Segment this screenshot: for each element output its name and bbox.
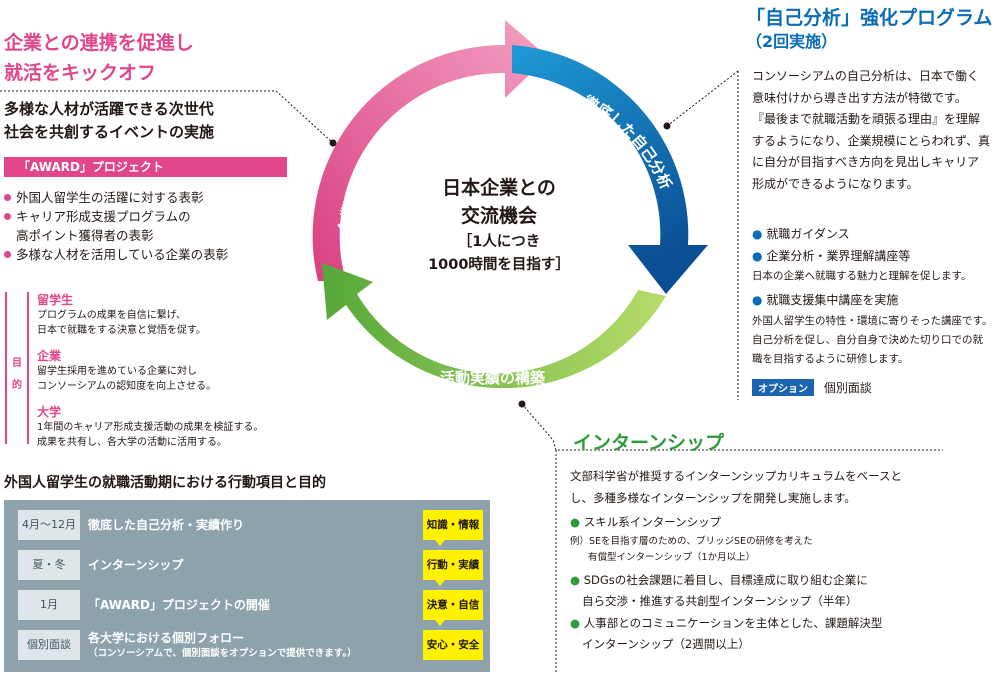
leader-dot-bottom: [518, 400, 526, 408]
right-bullets: ● 就職ガイダンス ● 企業分析・業界理解講座等 日本の企業へ就職する魅力と理解…: [752, 224, 1000, 396]
bullet-dot-icon: ●: [570, 515, 581, 529]
purpose-group: 留学生 プログラムの成果を自信に繋げ、 日本で就職をする決意と覚悟を促す。: [37, 293, 206, 336]
option-tag: オプション: [752, 378, 814, 396]
period-cell: 1月: [18, 590, 80, 620]
leader-right: [666, 70, 739, 127]
purpose-group: 大学 1年間のキャリア形成支援活動の成果を検証する。 成果を共有し、各大学の活動…: [37, 405, 264, 448]
list-item: キャリア形成支援プログラムの: [4, 207, 294, 226]
list-item: 高ポイント獲得者の表彰: [16, 228, 154, 243]
purpose-label-box: 目 的: [5, 292, 29, 444]
left-subheading-line2: 社会を共創するイベントの実施: [4, 123, 215, 141]
bullet-dot-icon: ●: [752, 248, 763, 263]
purpose-label-1: 目: [12, 358, 22, 369]
intern-heading: インターンシップ: [573, 432, 725, 454]
center-title-line1: 日本企業との: [442, 176, 556, 199]
down-arrow-icon: [435, 580, 445, 586]
list-item: ● 就職支援集中講座を実施: [752, 293, 899, 307]
purpose-tag: 安心・安全: [423, 630, 483, 660]
activity-text: 各大学における個別フォロー （コンソーシアムで、個別面談をオプションで提供できま…: [88, 631, 357, 659]
bullet-dot-icon: [4, 213, 11, 220]
purpose-tag: 知識・情報: [423, 510, 483, 540]
list-item: 外国人留学生の活躍に対する表彰: [4, 188, 294, 207]
right-body: コンソーシアムの自己分析は、日本で働く 意味付けから導き出す方法が特徴です。 『…: [752, 69, 991, 191]
list-item: 多様な人材を活用している企業の表彰: [4, 245, 294, 264]
purpose-tag: 行動・実績: [423, 550, 483, 580]
purpose-list: 留学生 プログラムの成果を自信に繋げ、 日本で就職をする決意と覚悟を促す。 企業…: [37, 292, 307, 454]
activity-text: 徹底した自己分析・実績作り: [88, 518, 245, 532]
bullet-dot-icon: [4, 194, 11, 201]
right-heading-line2: （2回実施）: [746, 32, 838, 51]
option-row: オプション 個別面談: [752, 378, 1000, 396]
activity-text: 「AWARD」プロジェクトの開催: [88, 598, 270, 612]
activities-table: 4月〜12月 徹底した自己分析・実績作り 知識・情報 夏・冬 インターンシップ …: [4, 500, 490, 672]
leader-dot-left: [329, 139, 337, 147]
period-cell: 夏・冬: [18, 550, 80, 580]
leader-bottom: [521, 403, 943, 451]
down-arrow-icon: [435, 540, 445, 546]
blue-arc-arrow: [512, 45, 708, 294]
list-item: ● SDGsの社会課題に着目し、目標達成に取り組む企業に: [570, 572, 868, 587]
activity-text: インターンシップ: [88, 558, 184, 572]
list-item: ● 就職ガイダンス: [752, 227, 850, 241]
bullet-dot-icon: ●: [752, 227, 763, 241]
bullet-dot-icon: ●: [570, 615, 581, 630]
pink-arc-arrow: [312, 20, 548, 281]
table-row: 夏・冬 インターンシップ 行動・実績: [18, 550, 483, 580]
award-bullets: 外国人留学生の活躍に対する表彰 キャリア形成支援プログラムの 高ポイント獲得者の…: [4, 188, 294, 264]
bullet-dot-icon: ●: [570, 572, 581, 587]
left-subheading: 多様な人材が活躍できる次世代 社会を共創するイベントの実施: [4, 98, 294, 144]
table-row: 1月 「AWARD」プロジェクトの開催 決意・自信: [18, 590, 483, 620]
left-heading: 企業との連携を促進し 就活をキックオフ: [4, 28, 294, 88]
left-subheading-line1: 多様な人材が活躍できる次世代: [4, 100, 214, 118]
award-bar: 「AWARD」プロジェクト: [4, 157, 287, 177]
list-item: ● 企業分析・業界理解講座等: [752, 248, 911, 263]
center-sub-line2: 1000時間を目指す］: [428, 255, 570, 273]
down-arrow-icon: [435, 620, 445, 626]
leader-left: [275, 90, 334, 144]
purpose-label-2: 的: [12, 380, 22, 391]
bullet-dot-icon: ●: [752, 293, 763, 307]
green-arc-label: 活動実績の構築: [440, 369, 546, 387]
table-row: 4月〜12月 徹底した自己分析・実績作り 知識・情報: [18, 510, 483, 540]
purpose-group: 企業 留学生採用を進めている企業に対し コンソーシアムの認知度を向上させる。: [37, 349, 217, 392]
list-item: ● 人事部とのコミュニケーションを主体とした、課題解決型: [570, 615, 883, 630]
right-heading-line1: 「自己分析」強化プログラム: [746, 7, 993, 29]
period-cell: 4月〜12月: [18, 510, 80, 540]
option-text: 個別面談: [823, 380, 872, 395]
intern-body: 文部科学省が推奨するインターンシップカリキュラムをベースと し、多種多様なインタ…: [570, 466, 1000, 656]
period-cell: 個別面談: [18, 630, 80, 660]
bullet-dot-icon: [4, 251, 11, 258]
table-row: 個別面談 各大学における個別フォロー （コンソーシアムで、個別面談をオプションで…: [18, 630, 483, 660]
purpose-tag: 決意・自信: [423, 590, 483, 620]
center-sub-line1: ［1人につき: [458, 232, 541, 250]
left-heading-line1: 企業との連携を促進し: [4, 32, 194, 54]
right-heading: 「自己分析」強化プログラム （2回実施）: [746, 6, 1001, 54]
green-arc-arrow: [322, 263, 666, 389]
leader-dot-right: [663, 122, 671, 130]
center-title-line2: 交流機会: [461, 204, 537, 227]
activities-title: 外国人留学生の就職活動期における行動項目と目的: [4, 475, 326, 491]
left-heading-line2: 就活をキックオフ: [4, 62, 157, 84]
list-item: ● スキル系インターンシップ: [570, 515, 722, 529]
